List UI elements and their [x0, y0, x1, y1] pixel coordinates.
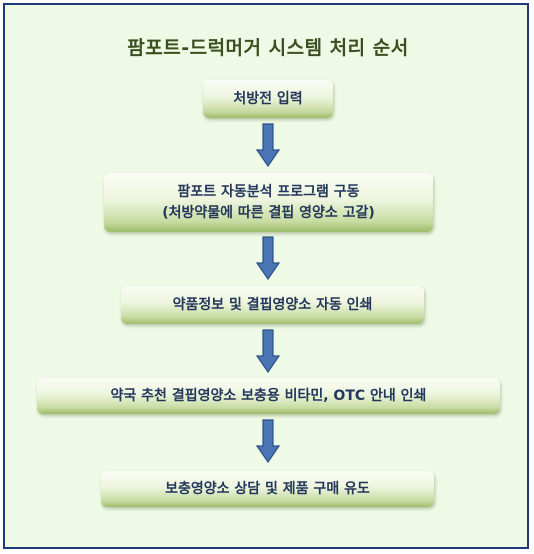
- arrow-down-icon: [256, 419, 280, 463]
- step-consultation-purchase: 보충영양소 상담 및 제품 구매 유도: [101, 471, 434, 507]
- step-auto-analysis: 팜포트 자동분석 프로그램 구동 (처방약물에 따른 결핍 영양소 고갈): [104, 173, 433, 232]
- arrow-down-icon: [256, 329, 280, 373]
- diagram-title: 팜포트-드럭머거 시스템 처리 순서: [127, 37, 409, 59]
- step-label: 팜포트 자동분석 프로그램 구동: [177, 183, 360, 200]
- step-label: 약품정보 및 결핍영양소 자동 인쇄: [172, 296, 373, 313]
- arrow-down-icon: [256, 236, 280, 280]
- step-prescription-input: 처방전 입력: [203, 80, 333, 118]
- step-sublabel: (처방약물에 따른 결핍 영양소 고갈): [162, 204, 375, 221]
- diagram-frame: 팜포트-드럭머거 시스템 처리 순서 처방전 입력 팜포트 자동분석 프로그램 …: [3, 3, 529, 549]
- arrow-down-icon: [256, 123, 280, 167]
- step-label: 처방전 입력: [233, 90, 303, 107]
- step-print-recommendations: 약국 추천 결핍영양소 보충용 비타민, OTC 안내 인쇄: [37, 378, 500, 414]
- step-label: 약국 추천 결핍영양소 보충용 비타민, OTC 안내 인쇄: [110, 387, 427, 404]
- step-label: 보충영양소 상담 및 제품 구매 유도: [165, 480, 370, 497]
- step-print-nutrients: 약품정보 및 결핍영양소 자동 인쇄: [121, 286, 424, 324]
